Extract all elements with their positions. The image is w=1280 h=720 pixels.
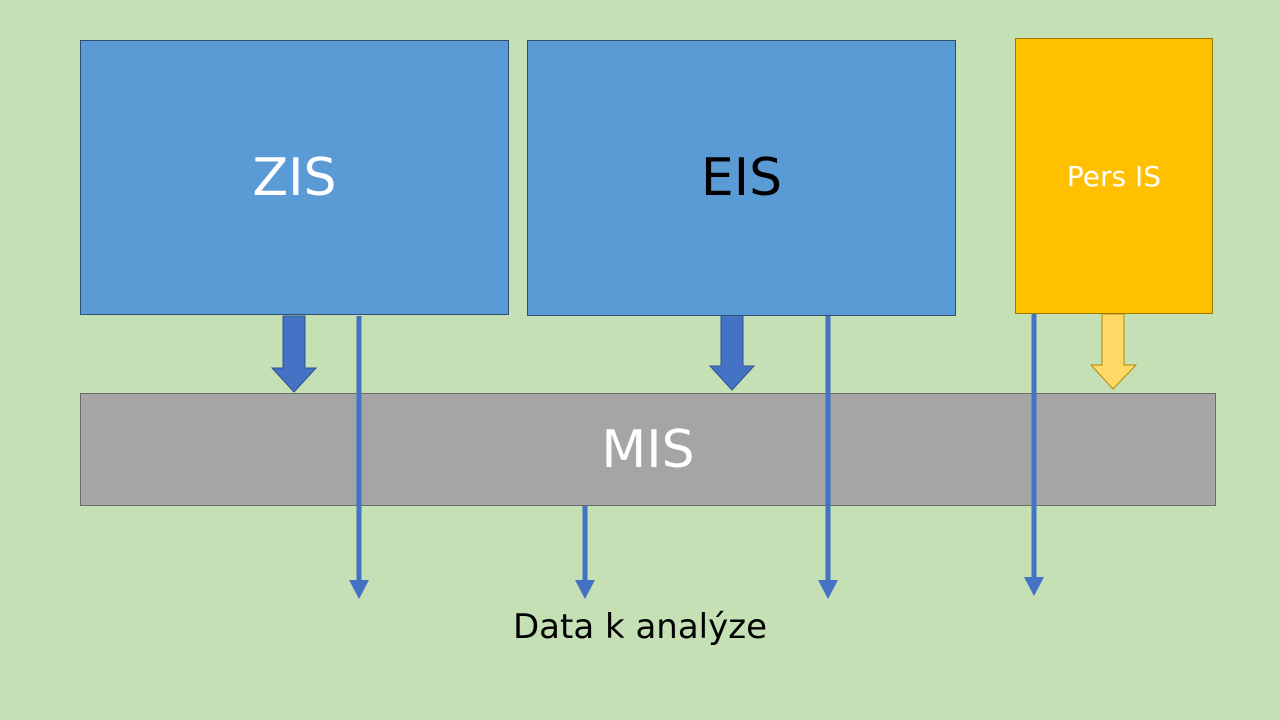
- mis-box: MIS: [80, 393, 1216, 506]
- zis-to-mis-arrow: [270, 315, 318, 393]
- eis-box: EIS: [527, 40, 956, 316]
- zis-box: ZIS: [80, 40, 509, 315]
- zis-label: ZIS: [252, 148, 337, 208]
- eis-to-mis-arrow: [708, 314, 756, 391]
- pers-is-box: Pers IS: [1015, 38, 1213, 314]
- eis-label: EIS: [700, 148, 783, 208]
- mis-label: MIS: [601, 419, 695, 480]
- data-for-analysis-label: Data k analýze: [512, 607, 768, 647]
- pers-to-mis-arrow: [1089, 313, 1138, 390]
- pers-is-label: Pers IS: [1066, 160, 1162, 193]
